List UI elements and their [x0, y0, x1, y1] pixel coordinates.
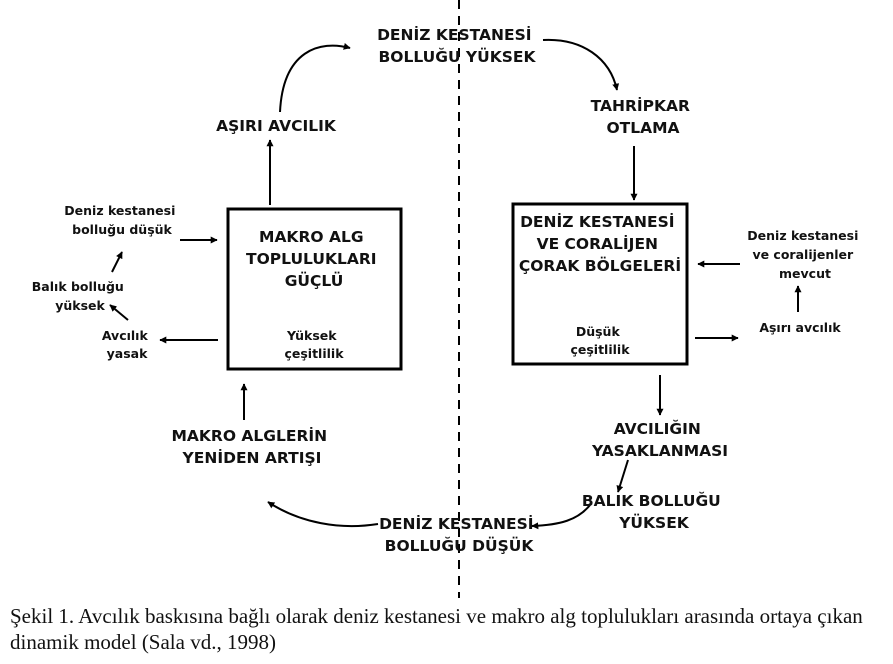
- left-side-fishing-ban: Avcılık yasak: [102, 328, 152, 361]
- arrow-ban-to-fish-high: [616, 459, 629, 493]
- bottom-center-label: DENİZ KESTANESİ BOLLUĞU DÜŞÜK: [379, 514, 539, 555]
- left-box-diversity: Yüksek çeşitlilik: [284, 328, 344, 361]
- right-box-title: DENİZ KESTANESİ VE CORALİJEN ÇORAK BÖLGE…: [519, 212, 681, 275]
- left-regrowth-label: MAKRO ALGLERİN YENİDEN ARTIŞI: [171, 426, 332, 467]
- left-side-fish-high: Balık bolluğu yüksek: [32, 279, 128, 313]
- top-center-label: DENİZ KESTANESİ BOLLUĞU YÜKSEK: [377, 25, 537, 66]
- arrow-fish-to-low-urchin: [531, 504, 591, 530]
- arrow-fish-to-low-urchin-side: [111, 251, 123, 273]
- left-box-title: MAKRO ALG TOPLULUKLARI GÜÇLÜ: [246, 228, 382, 290]
- arrow-low-urchin-to-regrowth: [267, 501, 379, 527]
- arrow-high-urchin-to-grazing: [542, 38, 620, 91]
- left-overfishing-label: AŞIRI AVCILIK: [216, 117, 337, 135]
- right-state-box: [511, 202, 689, 366]
- right-box-diversity: Düşük çeşitlilik: [570, 324, 630, 357]
- figure-caption: Şekil 1. Avcılık baskısına bağlı olarak …: [10, 604, 863, 654]
- left-side-low-urchin: Deniz kestanesi bolluğu düşük: [64, 203, 179, 237]
- arrow-ban-to-fish: [109, 304, 129, 321]
- right-fish-high-label: BALIK BOLLUĞU YÜKSEK: [582, 491, 726, 532]
- right-fishing-ban-label: AVCILIĞIN YASAKLANMASI: [591, 419, 728, 460]
- dynamic-model-diagram: DENİZ KESTANESİ BOLLUĞU YÜKSEK DENİZ KES…: [32, 0, 862, 598]
- left-state-box: [226, 207, 403, 371]
- right-side-urchin-present: Deniz kestanesi ve coralijenler mevcut: [747, 228, 862, 281]
- right-side-overfishing: Aşırı avcılık: [759, 320, 841, 335]
- arrow-overfishing-to-high-urchin: [279, 42, 351, 113]
- right-grazing-label: TAHRİPKAR OTLAMA: [591, 96, 696, 137]
